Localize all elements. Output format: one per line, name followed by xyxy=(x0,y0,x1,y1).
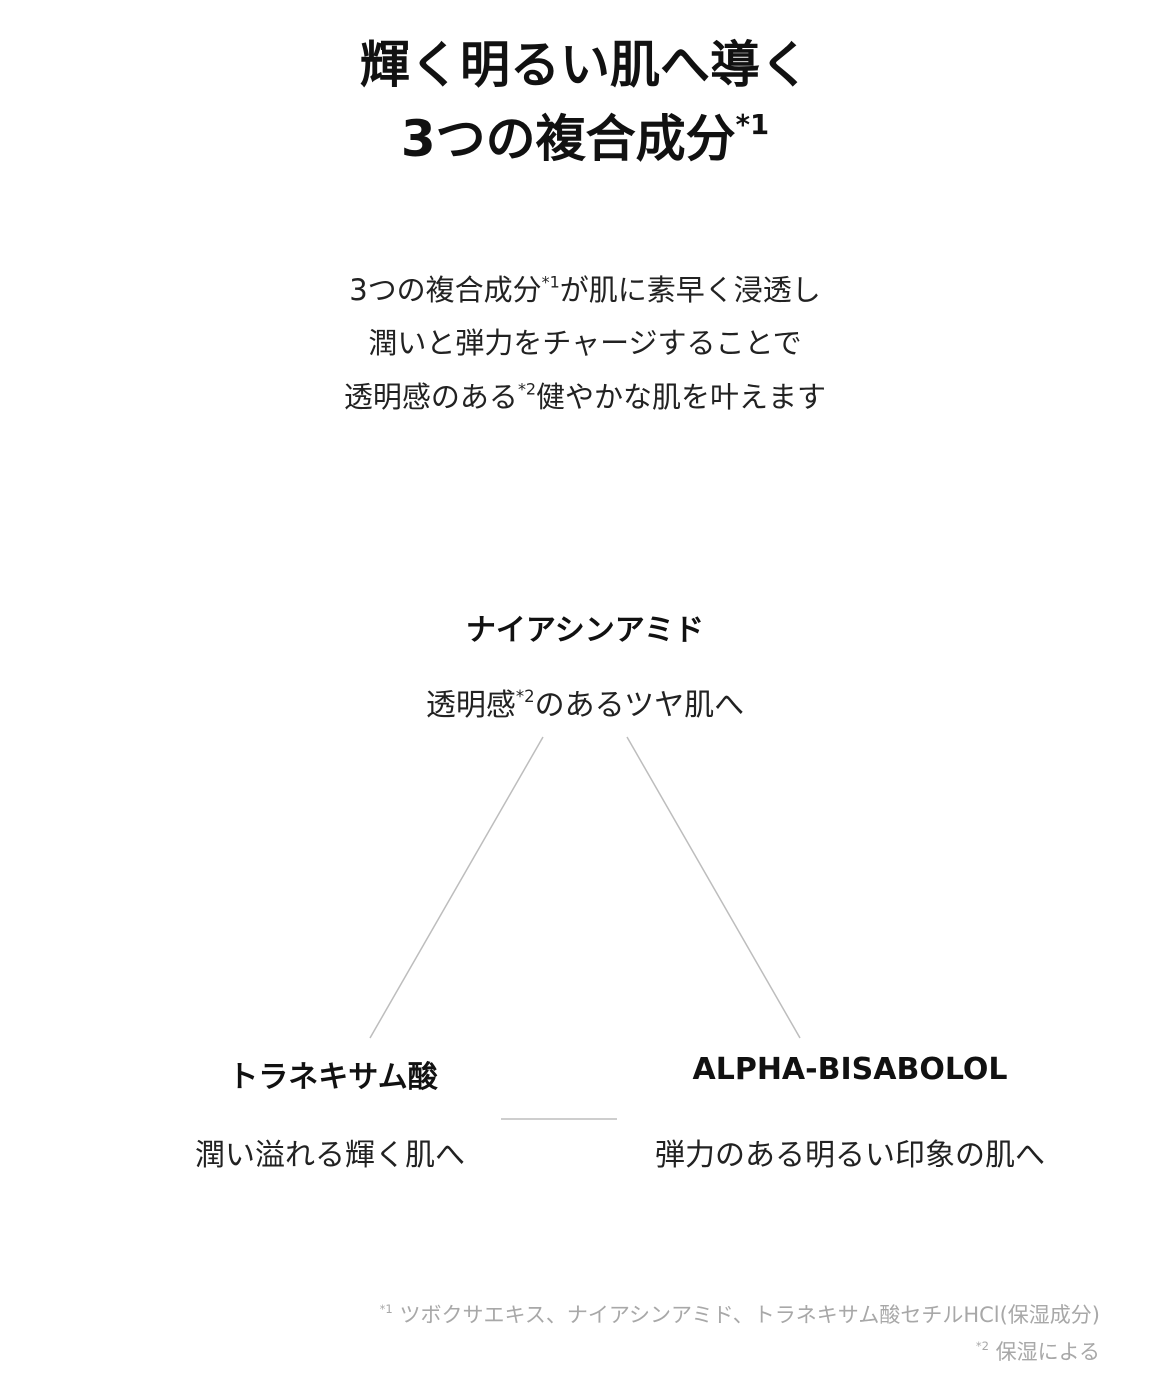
intro-sup: *1 xyxy=(541,272,560,292)
page-title-line2: 3つの複合成分*1 xyxy=(0,104,1170,174)
title-sup: *1 xyxy=(735,109,770,141)
intro-line1: 3つの複合成分*1が肌に素早く浸透し xyxy=(0,263,1170,317)
ingredient-desc-bisabolol: 弾力のある明るい印象の肌へ xyxy=(655,1138,1045,1173)
ingredient-desc-tranexamic: 潤い溢れる輝く肌へ xyxy=(195,1138,465,1173)
intro-text: 3つの複合成分 xyxy=(349,273,542,307)
desc-text: 透明感 xyxy=(425,688,516,723)
page-title-line1: 輝く明るい肌へ導く xyxy=(360,36,810,94)
ingredient-name-bisabolol: ALPHA-BISABOLOL xyxy=(692,1052,1008,1087)
footnote-text: 保湿による xyxy=(995,1340,1100,1364)
title-text: 3つの複合成分 xyxy=(400,110,736,168)
intro-text: 透明感のある xyxy=(343,380,518,414)
intro-line3: 透明感のある*2健やかな肌を叶えます xyxy=(0,370,1170,424)
desc-sup: *2 xyxy=(515,686,535,706)
intro-text: が肌に素早く浸透し xyxy=(559,273,821,307)
ingredient-name-niacinamide: ナイアシンアミド xyxy=(465,613,705,648)
ingredient-desc-niacinamide: 透明感*2のあるツヤ肌へ xyxy=(335,680,835,724)
footnote-mark: *1 xyxy=(379,1301,393,1316)
footnote-mark: *2 xyxy=(975,1338,989,1353)
intro-sup: *2 xyxy=(517,379,537,399)
footnote-2: *2 保湿による xyxy=(976,1334,1100,1371)
intro-line2: 潤いと弾力をチャージすることで xyxy=(368,326,802,360)
footnote-text: ツボクサエキス、ナイアシンアミド、トラネキサム酸セチルHCl(保湿成分) xyxy=(399,1303,1100,1327)
connector-line-left xyxy=(369,736,544,1039)
ingredient-name-tranexamic: トラネキサム酸 xyxy=(228,1060,438,1095)
connector-line-right xyxy=(626,736,801,1039)
footnote-1: *1 ツボクサエキス、ナイアシンアミド、トラネキサム酸セチルHCl(保湿成分) xyxy=(380,1297,1100,1334)
desc-text: のあるツヤ肌へ xyxy=(534,688,745,723)
intro-text: 健やかな肌を叶えます xyxy=(536,380,827,414)
